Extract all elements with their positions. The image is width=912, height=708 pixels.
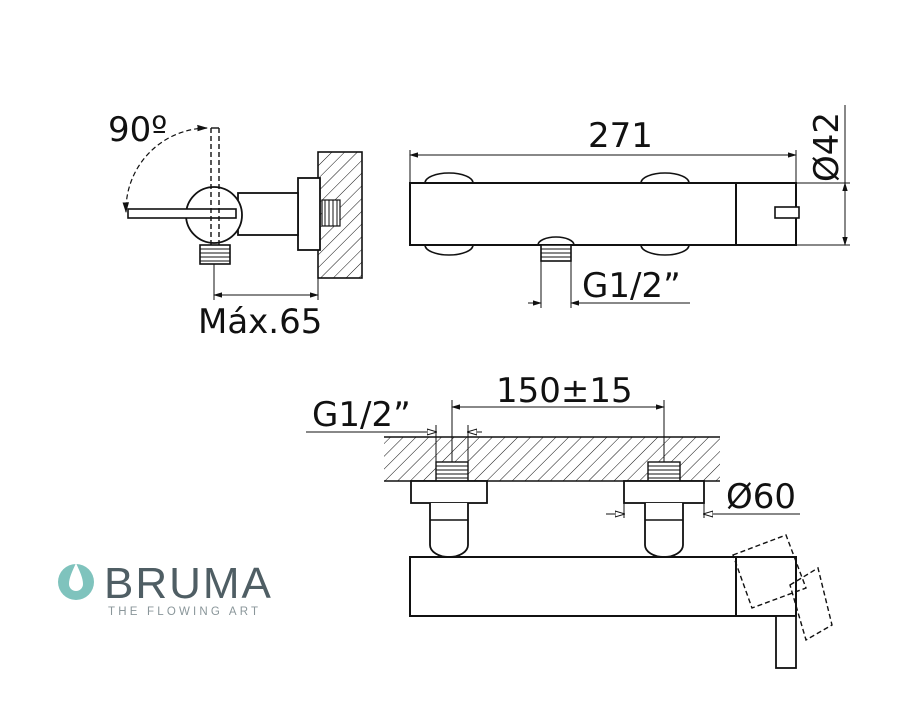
- connector-right: [644, 503, 684, 558]
- brand-name: BRUMA: [104, 559, 273, 608]
- top-view: 150±15 G1/2” Ø60: [306, 371, 833, 669]
- top-body: [409, 556, 737, 617]
- front-lever-stub: [774, 206, 800, 219]
- rotation-label: 90º: [108, 110, 167, 150]
- flange-right: [623, 480, 705, 504]
- brand-logo: BRUMA THE FLOWING ART: [58, 559, 273, 618]
- top-handle-rotated: [732, 534, 807, 609]
- top-handle: [735, 556, 797, 617]
- top-lever: [775, 615, 797, 669]
- front-view: 271 Ø42 G1/2”: [409, 105, 850, 308]
- side-connector: [297, 177, 321, 251]
- rotation-arc: [122, 124, 209, 214]
- spacing-label: 150±15: [496, 371, 633, 411]
- front-body: [409, 182, 737, 246]
- connector-left: [429, 503, 469, 558]
- side-view: 90º Máx.65: [108, 110, 363, 342]
- side-outlet: [199, 244, 231, 265]
- side-connector-thread: [321, 199, 341, 227]
- top-thread-label: G1/2”: [312, 395, 411, 435]
- side-lever: [127, 208, 237, 219]
- max-depth-label: Máx.65: [198, 302, 322, 342]
- brand-tagline: THE FLOWING ART: [108, 606, 261, 618]
- diameter-label: Ø42: [807, 112, 847, 182]
- flange-left: [410, 480, 488, 504]
- side-body: [237, 192, 299, 236]
- flange-label: Ø60: [726, 477, 796, 517]
- front-thread-label: G1/2”: [582, 266, 681, 306]
- length-label: 271: [588, 116, 653, 156]
